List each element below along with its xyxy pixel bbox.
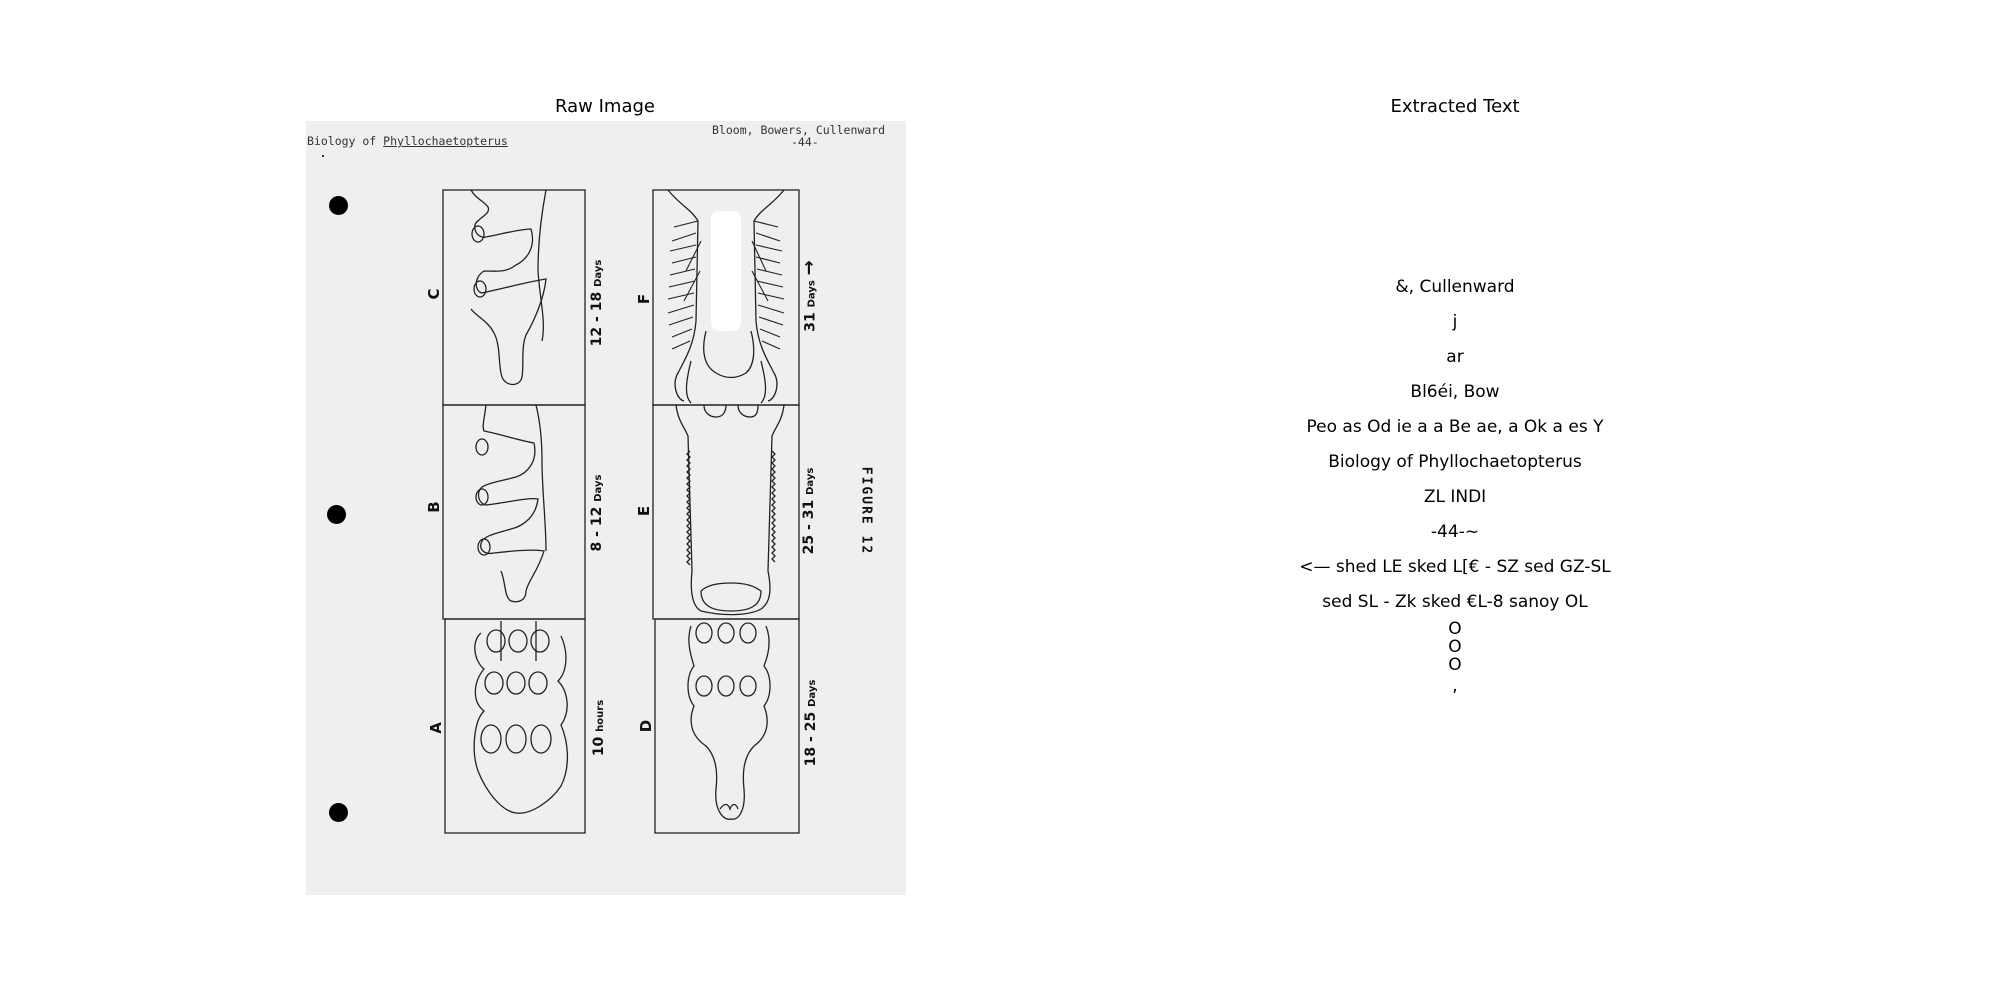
extracted-line: Biology of Phyllochaetopterus bbox=[1328, 452, 1582, 472]
panel-label-b: B bbox=[425, 501, 443, 513]
panel-label-a: A bbox=[427, 722, 445, 734]
panel-d-frame bbox=[654, 618, 800, 834]
panel-e-frame bbox=[652, 404, 800, 620]
extracted-line: j bbox=[1452, 312, 1458, 332]
panel-d-sketch bbox=[687, 622, 771, 820]
extracted-line: Peo as Od ie a a Be ae, a Ok a es Y bbox=[1306, 417, 1604, 437]
extracted-line: sed SL - Zk sked €L-8 sanoy OL bbox=[1322, 592, 1588, 612]
scan-page-number: -44- bbox=[791, 135, 819, 149]
panel-b-sketch bbox=[475, 404, 547, 603]
extracted-line: ar bbox=[1446, 347, 1464, 367]
extracted-line: -44-~ bbox=[1430, 522, 1480, 542]
figure-drawing bbox=[442, 189, 800, 834]
panel-c-sketch bbox=[470, 189, 547, 386]
raw-image-title: Raw Image bbox=[555, 96, 655, 117]
time-label-d: 18 - 25 Days bbox=[803, 679, 819, 767]
scanned-page-image: Biology of Phyllochaetopterus Bloom, Bow… bbox=[306, 121, 906, 895]
panel-a-sketch bbox=[473, 621, 569, 814]
panel-label-c: C bbox=[425, 288, 443, 300]
extracted-line: O bbox=[1448, 655, 1462, 675]
extracted-line: Bl6éi, Bow bbox=[1410, 382, 1500, 402]
punch-hole-middle bbox=[327, 505, 346, 524]
panel-c-frame bbox=[442, 189, 586, 406]
scan-header-authors: Bloom, Bowers, Cullenward bbox=[712, 123, 886, 137]
panel-label-e: E bbox=[635, 505, 653, 517]
time-label-e: 25 - 31 Days bbox=[801, 467, 817, 555]
extracted-line: ZL INDI bbox=[1423, 487, 1487, 507]
time-label-a: 10 hours bbox=[591, 699, 607, 757]
extracted-line: O bbox=[1448, 637, 1462, 657]
figure-caption: FIGURE 12 bbox=[858, 466, 874, 556]
extracted-text-block: &, Cullenward j ar Bl6éi, Bow Peo as Od … bbox=[1155, 270, 1755, 698]
panel-f-sketch bbox=[667, 189, 785, 404]
extracted-line: &, Cullenward bbox=[1395, 277, 1515, 297]
panel-e-sketch bbox=[675, 404, 785, 616]
punch-hole-bottom bbox=[329, 803, 348, 822]
time-label-c: 12 - 18 Days bbox=[589, 259, 605, 347]
extracted-line: <— shed LE sked L[€ - SZ sed GZ-SL bbox=[1299, 557, 1611, 577]
panel-b-frame bbox=[442, 404, 586, 620]
panel-label-f: F bbox=[635, 293, 653, 305]
extracted-line: O bbox=[1448, 619, 1462, 639]
extracted-line: , bbox=[1452, 676, 1458, 696]
extracted-text-title: Extracted Text bbox=[1390, 96, 1520, 117]
scan-header-species: Phyllochaetopterus bbox=[383, 134, 508, 148]
speck-mark bbox=[322, 155, 324, 157]
time-label-f: 31 Days → bbox=[798, 260, 820, 332]
panel-label-d: D bbox=[637, 719, 655, 733]
scan-header-title: Biology of Phyllochaetopterus bbox=[307, 134, 508, 148]
arrow-icon: → bbox=[798, 260, 820, 276]
time-label-b: 8 - 12 Days bbox=[589, 474, 605, 552]
panel-a-frame bbox=[444, 618, 586, 834]
punch-hole-top bbox=[329, 196, 348, 215]
